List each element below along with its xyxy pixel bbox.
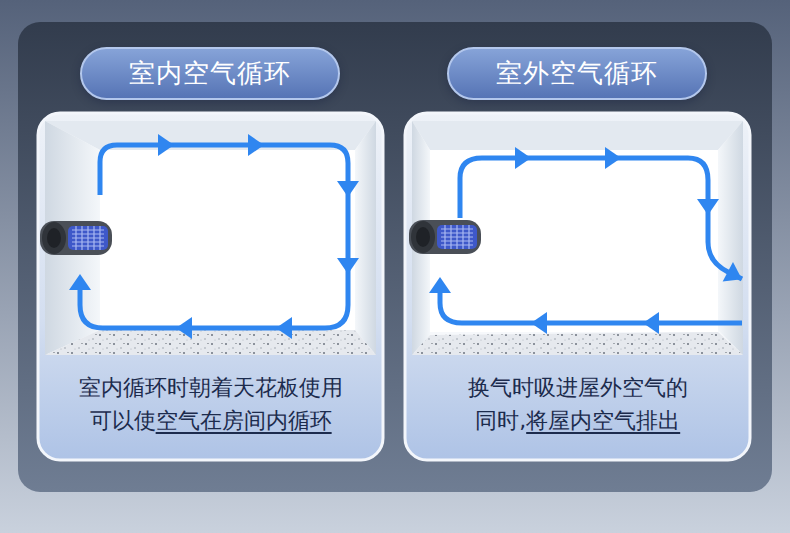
panel-card: 换气时吸进屋外空气的同时,将屋内空气排出室外空气循环 — [405, 113, 750, 460]
panel-card: 室内循环时朝着天花板使用可以使空气在房间内循环室内空气循环 — [38, 113, 383, 460]
heading-text: 室外空气循环 — [496, 56, 658, 91]
heading-pill: 室外空气循环 — [447, 47, 707, 100]
description-text: 室内循环时朝着天花板使用可以使空气在房间内循环 — [77, 371, 344, 437]
heading-pill: 室内空气循环 — [80, 47, 340, 100]
description-text: 换气时吸进屋外空气的同时,将屋内空气排出 — [460, 371, 695, 437]
emphasis-text: 空气在房间内循环 — [156, 408, 332, 433]
heading-text: 室内空气循环 — [129, 56, 291, 91]
emphasis-text: 将屋内空气排出 — [526, 408, 680, 433]
